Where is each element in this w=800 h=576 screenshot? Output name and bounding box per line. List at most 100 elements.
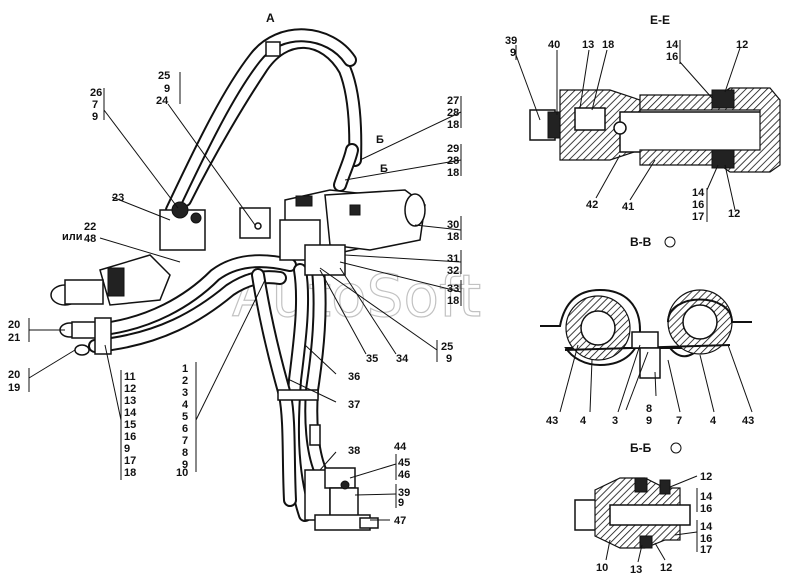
label: 38 [348, 445, 360, 457]
label: 16 [666, 51, 678, 63]
label: 24 [156, 95, 169, 107]
main-view: А [8, 11, 462, 531]
label: 47 [394, 515, 406, 527]
label: 18 [447, 231, 459, 243]
label: 36 [348, 371, 360, 383]
label: 12 [736, 39, 748, 51]
part-list-11-18: 11 12 13 14 15 16 9 17 18 [124, 371, 137, 479]
label: 7 [676, 415, 682, 427]
label: 16 [692, 199, 704, 211]
label: 14 [124, 407, 137, 419]
view-title-a: А [266, 11, 275, 25]
label: 14 [666, 39, 679, 51]
label: 1 [182, 363, 188, 375]
label: 10 [596, 562, 608, 574]
upper-hoses [165, 28, 363, 217]
label: или [62, 231, 83, 243]
label: 42 [586, 199, 598, 211]
label: 20 [8, 369, 20, 381]
label: 43 [546, 415, 558, 427]
label: 9 [510, 47, 516, 59]
label: 19 [8, 382, 20, 394]
label: 8 [646, 403, 652, 415]
label: 3 [182, 387, 188, 399]
label: 13 [582, 39, 594, 51]
label: 18 [447, 295, 459, 307]
label: 4 [710, 415, 717, 427]
section-bb: Б-Б 12 14 16 14 16 17 10 13 12 [574, 441, 713, 576]
label: 12 [700, 471, 712, 483]
label: 44 [394, 441, 407, 453]
label: 21 [8, 332, 20, 344]
label: 7 [92, 99, 98, 111]
label: 25 [158, 70, 170, 82]
label: 29 [447, 143, 459, 155]
label: 25 [441, 341, 453, 353]
label: 40 [548, 39, 560, 51]
section-vv: В-В 43 4 3 8 9 7 4 43 [540, 235, 754, 427]
label: 8 [182, 447, 188, 459]
label: 14 [692, 187, 705, 199]
label: 41 [622, 201, 634, 213]
label: 12 [728, 208, 740, 220]
label: 7 [182, 435, 188, 447]
left-fittings [50, 201, 206, 356]
label: 17 [700, 544, 712, 556]
view-title-bb: Б-Б [630, 441, 652, 455]
label: 14 [700, 491, 713, 503]
lower-fittings [277, 389, 379, 531]
label: 27 [447, 95, 459, 107]
part-labels-main: 25 9 24 26 7 9 27 28 18 Б Б 29 28 18 23 … [8, 70, 459, 527]
section-ee: Е-Е 39 9 40 13 18 14 16 12 42 41 14 16 [505, 13, 781, 223]
leader-lines [28, 103, 462, 521]
label: 32 [447, 265, 459, 277]
label: 46 [398, 469, 410, 481]
label: 34 [396, 353, 409, 365]
label: 18 [602, 39, 614, 51]
label: 28 [447, 155, 459, 167]
label: 14 [700, 521, 713, 533]
label: 12 [124, 383, 136, 395]
label: 9 [446, 353, 452, 365]
label: 18 [124, 467, 136, 479]
label: 31 [447, 253, 459, 265]
label: 18 [447, 167, 459, 179]
label: 45 [398, 457, 410, 469]
label: 17 [692, 211, 704, 223]
view-title-vv: В-В [630, 235, 652, 249]
label: 4 [580, 415, 587, 427]
view-title-ee: Е-Е [650, 13, 670, 27]
label: 3 [612, 415, 618, 427]
part-list-1-10: 1 2 3 4 5 6 7 8 9 10 [176, 363, 189, 479]
label: 9 [124, 443, 130, 455]
valve-block [239, 189, 426, 276]
label: 16 [700, 533, 712, 545]
label: 39 [505, 35, 517, 47]
label: Б [376, 134, 384, 146]
label: 22 [84, 221, 96, 233]
label: 6 [182, 423, 188, 435]
label: Б [380, 163, 388, 175]
label: 26 [90, 87, 102, 99]
label: 9 [164, 83, 170, 95]
label: 18 [447, 119, 459, 131]
label: 2 [182, 375, 188, 387]
label: 9 [646, 415, 652, 427]
label: 28 [447, 107, 459, 119]
label: 9 [398, 497, 404, 509]
label: 23 [112, 192, 124, 204]
label: 16 [700, 503, 712, 515]
label: 11 [124, 371, 136, 383]
label: 9 [182, 459, 188, 471]
label: 43 [742, 415, 754, 427]
label: 10 [176, 467, 188, 479]
label: 30 [447, 219, 459, 231]
label: 33 [447, 283, 459, 295]
label: 13 [630, 564, 642, 576]
label: 37 [348, 399, 360, 411]
label: 35 [366, 353, 378, 365]
label: 4 [182, 399, 189, 411]
label: 16 [124, 431, 136, 443]
label: 39 [398, 487, 410, 499]
